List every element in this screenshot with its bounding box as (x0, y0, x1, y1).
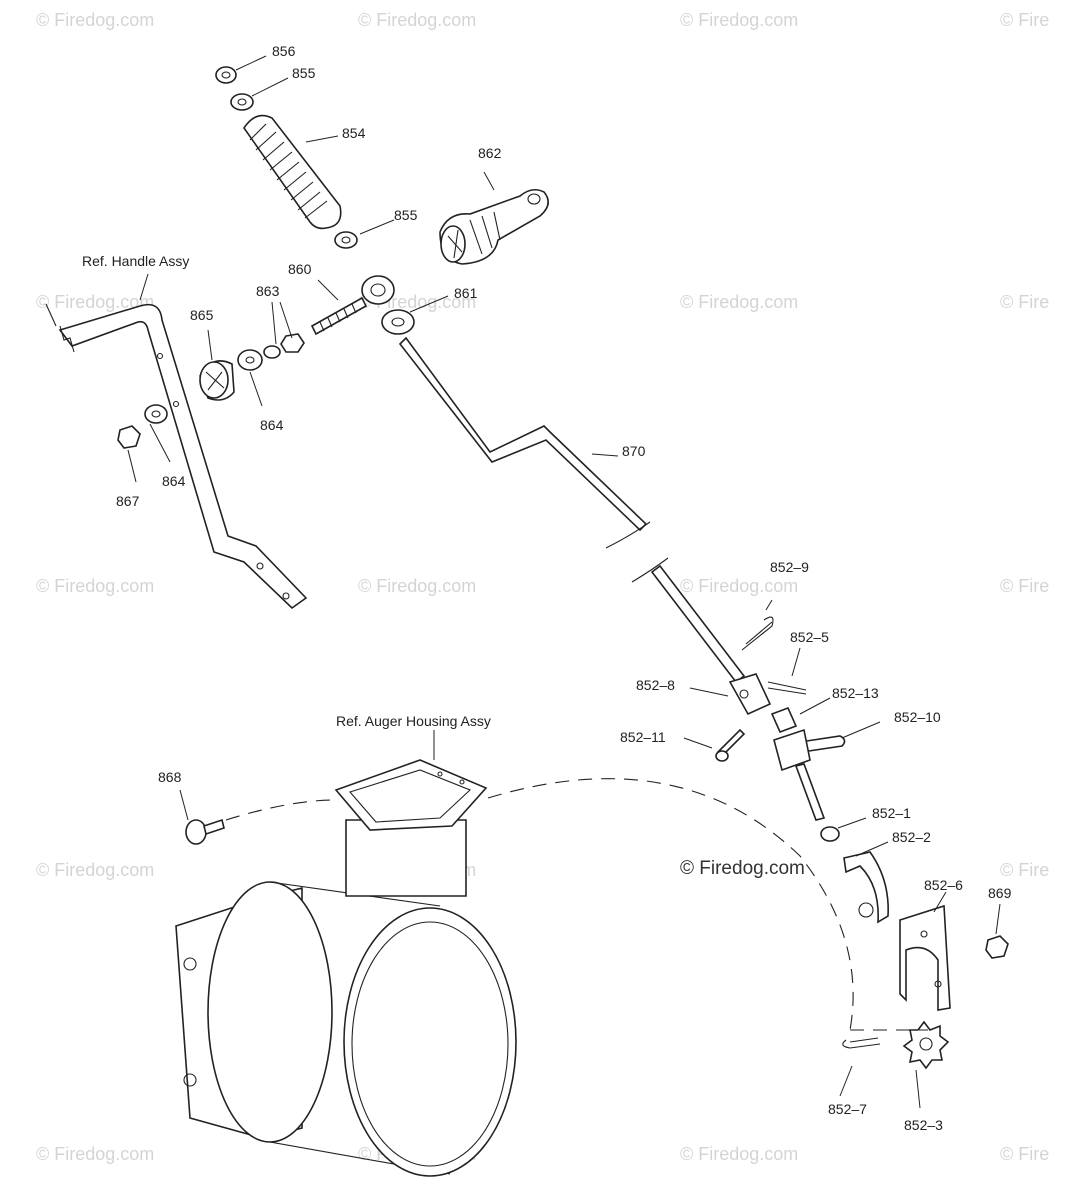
part-852-9-hairpin[interactable] (741, 616, 774, 651)
callout-852-6: 852–6 (924, 877, 963, 893)
callout-862: 862 (478, 145, 502, 161)
callout-864: 864 (260, 417, 284, 433)
watermark: © Firedog.com (680, 576, 799, 596)
part-868-bolt[interactable] (185, 818, 225, 845)
part-854-grip[interactable] (243, 114, 342, 230)
watermark: © Firedog.com (36, 292, 155, 312)
watermark: © Firedog.com (36, 576, 155, 596)
part-870-rod[interactable] (398, 336, 746, 684)
dashed-chute-arc (487, 778, 854, 1031)
callout-863: 863 (256, 283, 280, 299)
part-861-bushing[interactable] (381, 309, 415, 335)
callout-855: 855 (292, 65, 316, 81)
leader-lines (127, 55, 1001, 1109)
part-852-11-screw[interactable] (715, 728, 746, 762)
ref-auger-housing-assy: Ref. Auger Housing Assy (336, 713, 491, 729)
watermark: © Firedog.com (358, 576, 477, 596)
watermark: © Firedog.com (680, 1144, 799, 1164)
callout-852-5: 852–5 (790, 629, 829, 645)
part-852-13-block[interactable] (770, 706, 798, 734)
part-852-7-cotter[interactable] (842, 1037, 881, 1049)
part-864-washer-b[interactable] (144, 404, 168, 424)
callout-852-13: 852–13 (832, 685, 879, 701)
watermark: © Fire (1000, 1144, 1050, 1164)
part-855-washer-top[interactable] (230, 93, 254, 111)
part-867-nut[interactable] (117, 425, 141, 449)
part-852-5-pin[interactable] (767, 681, 807, 695)
copyright-mark: © Firedog.com (680, 858, 805, 879)
part-862-knob[interactable] (439, 188, 549, 265)
callout-864: 864 (162, 473, 186, 489)
watermark: © Firedog.com (680, 292, 799, 312)
part-855-washer-lower[interactable] (334, 231, 358, 249)
callout-869: 869 (988, 885, 1012, 901)
callout-852-9: 852–9 (770, 559, 809, 575)
watermark: © Firedog.com (680, 10, 799, 30)
part-863-nuts[interactable] (263, 333, 305, 359)
part-852-1-washer[interactable] (820, 826, 840, 842)
callout-852-11: 852–11 (620, 729, 666, 745)
callout-852-1: 852–1 (872, 805, 911, 821)
callout-861: 861 (454, 285, 478, 301)
watermark: © Firedog.com (358, 10, 477, 30)
watermark: © Firedog.com (36, 860, 155, 880)
part-865-bushing[interactable] (199, 360, 235, 401)
handle-bracket (45, 303, 308, 610)
part-852-10-bolt[interactable] (799, 735, 846, 753)
part-852-2-bracket[interactable] (843, 851, 889, 924)
callout-870: 870 (622, 443, 646, 459)
callout-867: 867 (116, 493, 140, 509)
callout-855: 855 (394, 207, 418, 223)
callout-852-7: 852–7 (828, 1101, 867, 1117)
part-860-eyebolt[interactable] (310, 275, 395, 336)
callout-852-8: 852–8 (636, 677, 675, 693)
callout-856: 856 (272, 43, 296, 59)
part-864-washer-a[interactable] (237, 349, 263, 371)
watermark: © Fire (1000, 10, 1050, 30)
universal-joint (773, 728, 826, 821)
callout-860: 860 (288, 261, 312, 277)
dashed-bolt-path (225, 799, 337, 821)
callout-865: 865 (190, 307, 214, 323)
auger-housing (175, 759, 517, 1177)
ref-handle-assy: Ref. Handle Assy (82, 253, 189, 269)
watermark: © Fire (1000, 292, 1050, 312)
callout-852-3: 852–3 (904, 1117, 943, 1133)
callout-854: 854 (342, 125, 366, 141)
part-852-6-bracket[interactable] (899, 904, 951, 1011)
callout-852-10: 852–10 (894, 709, 941, 725)
part-869-nut[interactable] (985, 935, 1009, 959)
part-852-8-clevis[interactable] (728, 673, 772, 716)
watermark: © Fire (1000, 860, 1050, 880)
callout-868: 868 (158, 769, 182, 785)
callout-852-2: 852–2 (892, 829, 931, 845)
part-856-nut[interactable] (215, 66, 237, 84)
part-852-3-gear[interactable] (902, 1020, 950, 1070)
watermark: © Fire (1000, 576, 1050, 596)
watermark: © Firedog.com (36, 1144, 155, 1164)
watermark: © Firedog.com (36, 10, 155, 30)
